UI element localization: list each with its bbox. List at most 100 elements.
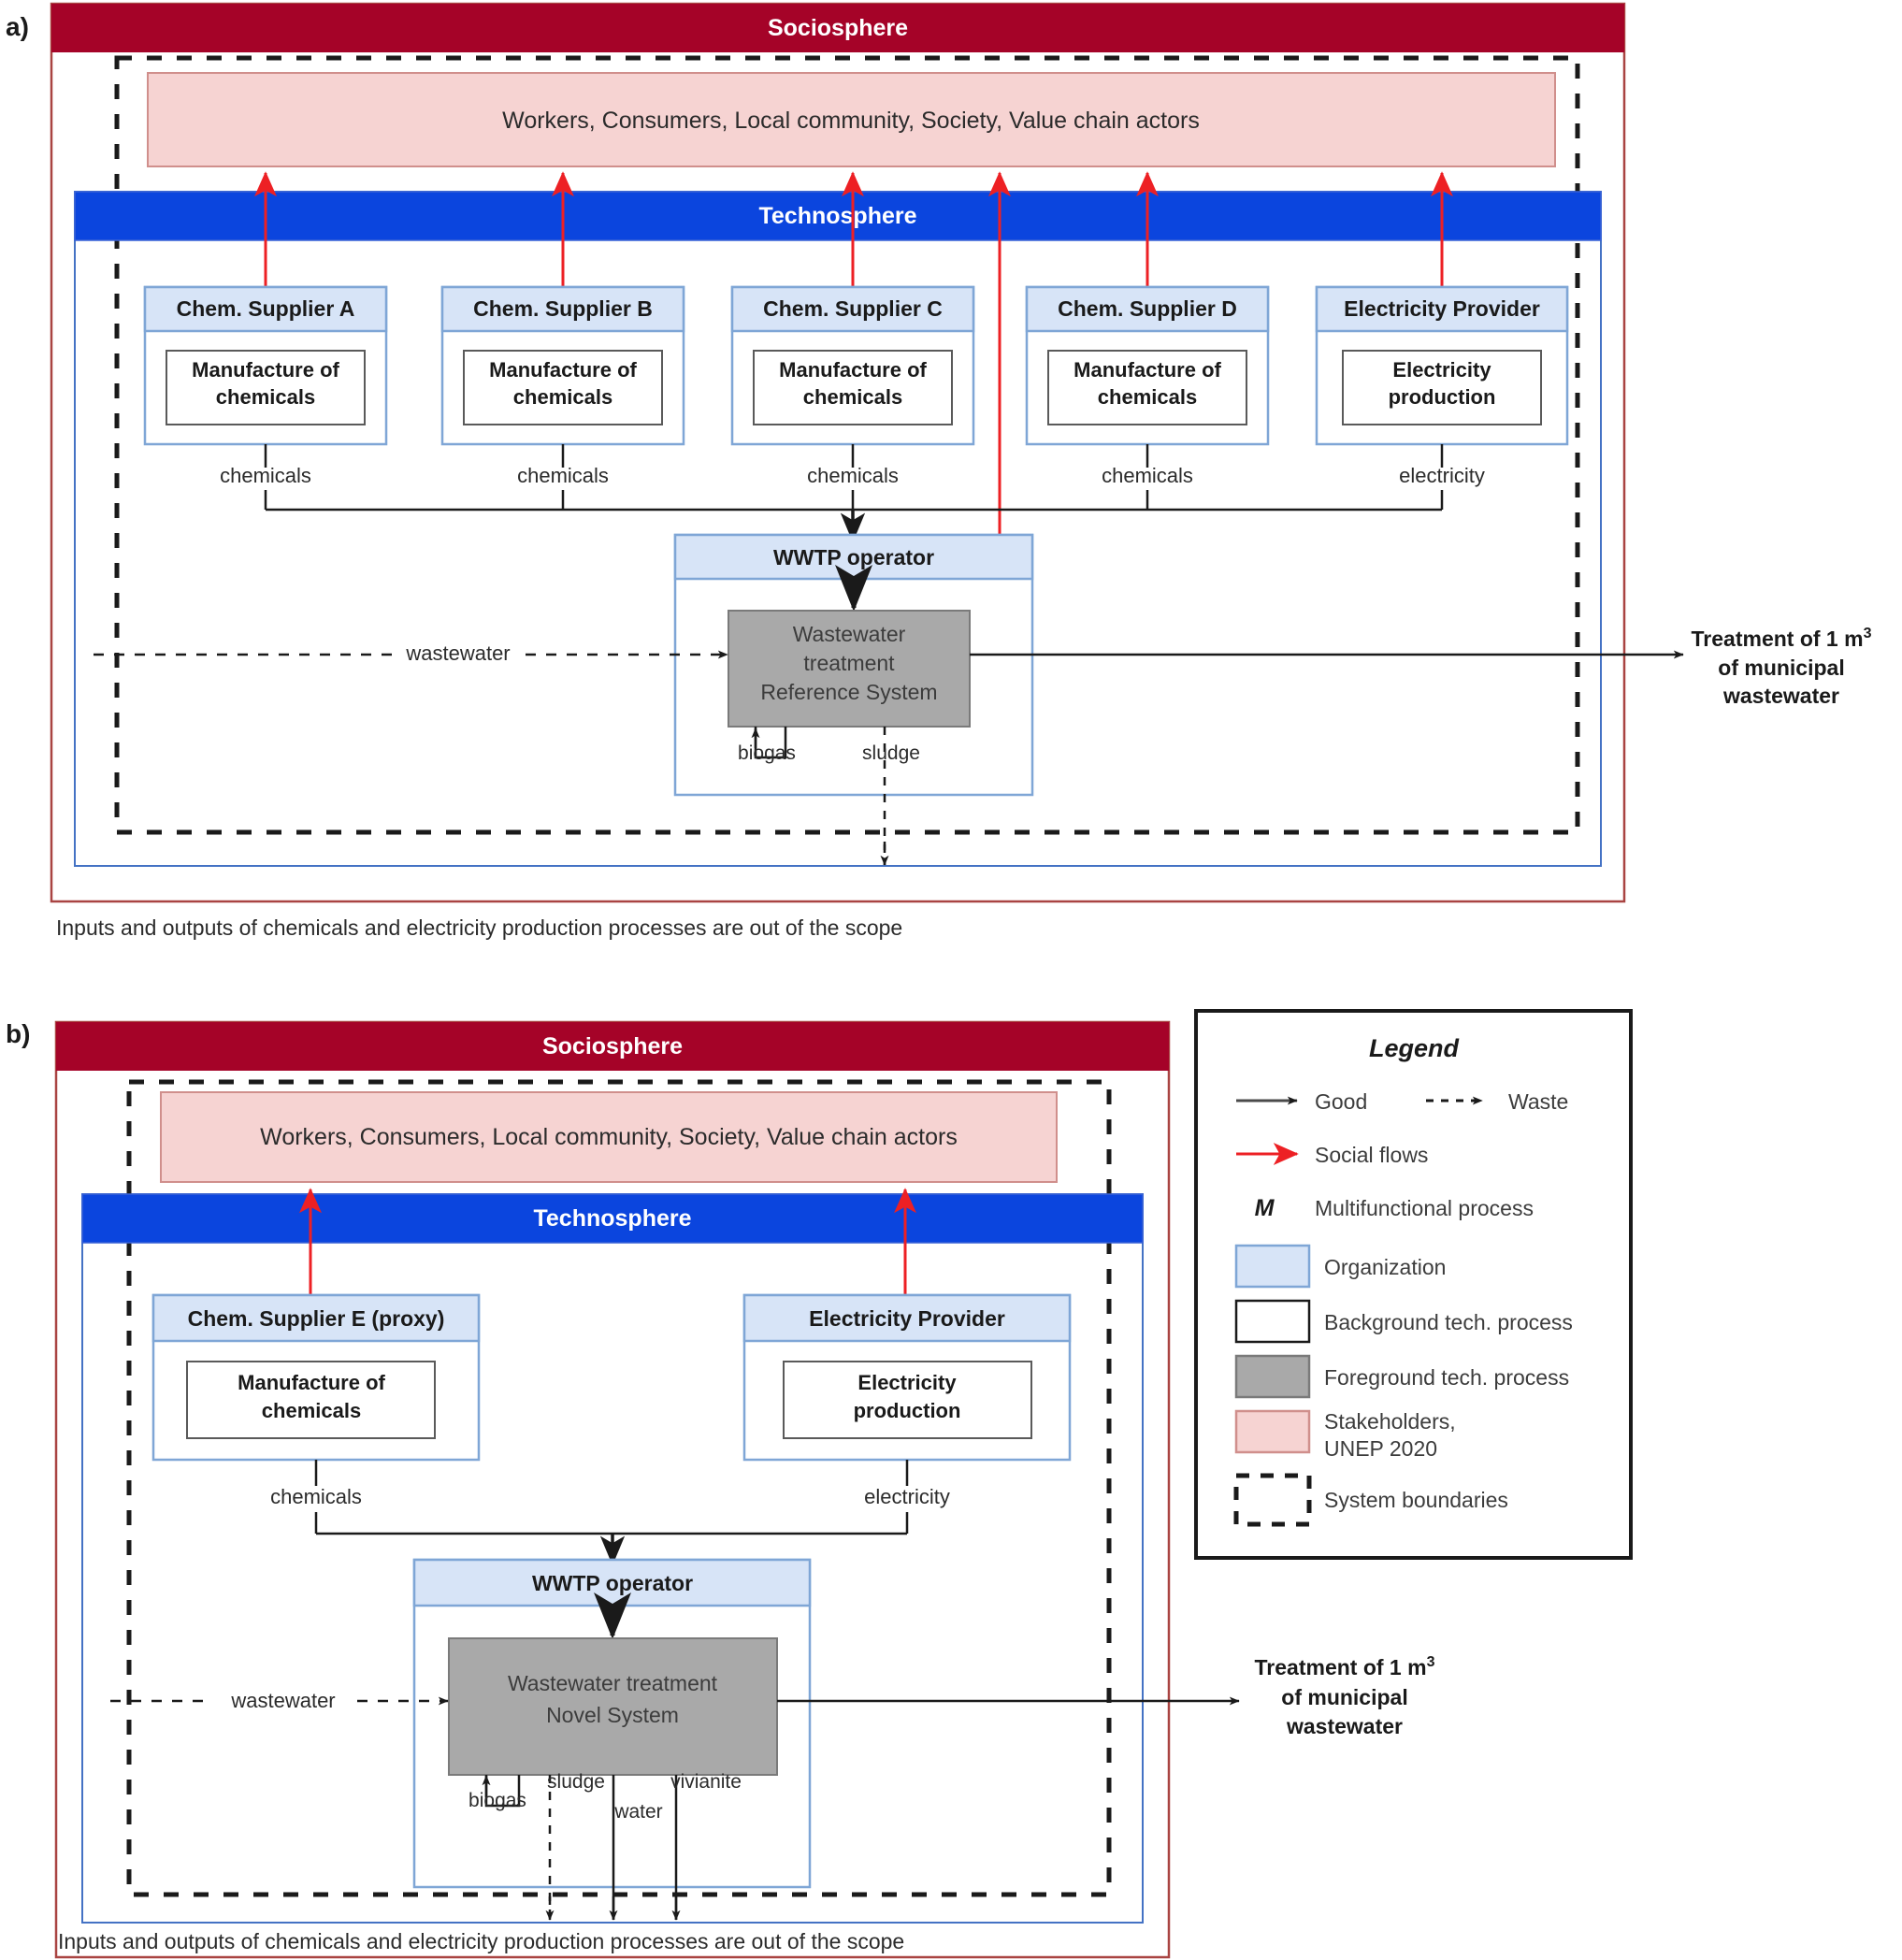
panel-b-functional-unit-line1: Treatment of 1 m3 <box>1255 1654 1435 1679</box>
panel-a-stakeholders-box <box>147 72 1556 167</box>
wastewater-label-bg <box>393 639 524 667</box>
panel-a-stakeholders-label: Workers, Consumers, Local community, Soc… <box>502 108 1200 134</box>
organization-header <box>440 285 685 333</box>
panel-b-sociosphere-bar <box>56 1022 1169 1071</box>
legend-row-background-process: Background tech. process <box>1234 1299 1573 1344</box>
legend-label-organization: Organization <box>1324 1255 1446 1279</box>
panel-b-functional-unit-line3: wastewater <box>1286 1714 1403 1738</box>
background-process-line2: chemicals <box>803 385 902 409</box>
flow-label-chemicals: chemicals <box>517 464 609 487</box>
legend-label-stakeholders-line1: Stakeholders, <box>1324 1409 1456 1434</box>
panel-a-caption: Inputs and outputs of chemicals and elec… <box>56 915 902 940</box>
panel-b-sociosphere-title: Sociosphere <box>542 1033 683 1059</box>
stakeholders-swatch <box>1234 1409 1311 1454</box>
foreground-process-line1: Wastewater <box>793 622 906 646</box>
background-process-line1: Manufacture of <box>192 358 339 382</box>
background-process-line1: Electricity <box>1392 358 1491 382</box>
background-process-line2: chemicals <box>216 385 315 409</box>
legend-row-multifunctional: M Multifunctional process <box>1255 1195 1534 1221</box>
flow-label-electricity: electricity <box>1399 464 1485 487</box>
panel-b-input-label-wastewater: wastewater <box>230 1689 335 1712</box>
legend-label-stakeholders-line2: UNEP 2020 <box>1324 1436 1437 1461</box>
background-process-box <box>783 1361 1032 1439</box>
legend-row-organization: Organization <box>1234 1244 1446 1289</box>
foreground-process-box <box>448 1637 778 1776</box>
organization-title: Electricity Provider <box>1344 296 1540 321</box>
panel-a-technosphere-bar <box>74 191 1602 241</box>
panel-a-technosphere-title: Technosphere <box>758 203 916 229</box>
flow-label-chemicals: chemicals <box>807 464 899 487</box>
organization-title: Chem. Supplier C <box>763 296 943 321</box>
organization-header <box>151 1293 481 1343</box>
panel-a-organization-wwtp-operator[interactable]: WWTP operator Wastewater treatment Refer… <box>673 533 1034 865</box>
legend-row-social-flows: Social flows <box>1236 1143 1428 1167</box>
organization-header <box>742 1293 1072 1343</box>
organization-header <box>730 285 975 333</box>
panel-a: a) Sociosphere Workers, Consumers, Local… <box>6 2 1872 940</box>
panel-b-organization-wwtp-operator[interactable]: WWTP operator Wastewater treatment Novel… <box>412 1558 812 1920</box>
foreground-process-line2: treatment <box>803 651 895 675</box>
panel-b-label: b) <box>6 1019 30 1048</box>
panel-a-functional-unit-line1: Treatment of 1 m3 <box>1692 626 1872 651</box>
panel-a-functional-unit-line2: of municipal <box>1718 656 1844 680</box>
panel-a-sociosphere-bar <box>51 4 1624 52</box>
panel-a-organization-chem-supplier-b[interactable]: Chem. Supplier B Manufacture of chemical… <box>440 285 685 510</box>
panel-a-organization-chem-supplier-d[interactable]: Chem. Supplier D Manufacture of chemical… <box>1025 285 1270 510</box>
flow-label-chemicals: chemicals <box>270 1485 362 1508</box>
panel-a-organization-electricity-provider[interactable]: Electricity Provider Electricity product… <box>1315 285 1569 510</box>
background-process-line2: production <box>1389 385 1496 409</box>
background-process-line1: Manufacture of <box>489 358 637 382</box>
legend-label-waste: Waste <box>1508 1089 1568 1114</box>
legend-label-system-boundaries: System boundaries <box>1324 1488 1508 1512</box>
panel-b-organization-electricity-provider[interactable]: Electricity Provider Electricity product… <box>742 1293 1072 1534</box>
legend-label-social-flows: Social flows <box>1315 1143 1428 1167</box>
background-process-box <box>166 350 366 425</box>
flow-label-electricity: electricity <box>864 1485 950 1508</box>
legend-row-stakeholders: Stakeholders, UNEP 2020 <box>1234 1409 1456 1461</box>
panel-a-sociosphere-title: Sociosphere <box>768 15 908 41</box>
panel-a-functional-unit-line3: wastewater <box>1722 684 1839 708</box>
background-process-box <box>753 350 953 425</box>
panel-b-functional-unit-line2: of municipal <box>1281 1685 1407 1709</box>
panel-b: b) Sociosphere Workers, Consumers, Local… <box>6 1019 1435 1959</box>
organization-title: Chem. Supplier B <box>473 296 653 321</box>
organization-title: WWTP operator <box>773 545 934 569</box>
multifunctional-symbol: M <box>1255 1195 1275 1221</box>
output-label-sludge: sludge <box>547 1771 605 1793</box>
organization-header <box>143 285 388 333</box>
legend-title: Legend <box>1369 1034 1460 1062</box>
panel-b-stakeholders-box <box>160 1091 1058 1183</box>
output-label-water: water <box>613 1801 662 1823</box>
panel-b-social-flows <box>299 1188 916 1295</box>
organization-title: Chem. Supplier E (proxy) <box>188 1306 445 1331</box>
panel-a-label: a) <box>6 12 29 41</box>
panel-a-system-boundary <box>114 55 1580 835</box>
organization-title: Electricity Provider <box>809 1306 1005 1331</box>
wastewater-label-bg <box>213 1686 353 1714</box>
background-process-line2: chemicals <box>1098 385 1197 409</box>
legend-label-multifunctional: Multifunctional process <box>1315 1196 1534 1220</box>
panel-a-social-flows <box>254 171 1453 534</box>
panel-a-organization-chem-supplier-a[interactable]: Chem. Supplier A Manufacture of chemical… <box>143 285 388 510</box>
background-process-line1: Manufacture of <box>779 358 927 382</box>
output-label-sludge: sludge <box>862 742 920 764</box>
panel-b-organization-chem-supplier-e[interactable]: Chem. Supplier E (proxy) Manufacture of … <box>151 1293 481 1534</box>
organization-swatch <box>1234 1244 1311 1289</box>
organization-header <box>1025 285 1270 333</box>
panel-b-caption: Inputs and outputs of chemicals and elec… <box>58 1929 904 1953</box>
legend-label-good: Good <box>1315 1089 1367 1114</box>
legend-label-foreground-process: Foreground tech. process <box>1324 1365 1569 1390</box>
legend-row-foreground-process: Foreground tech. process <box>1234 1354 1569 1399</box>
organization-header <box>1315 285 1569 333</box>
output-label-vivianite: vivianite <box>670 1771 742 1793</box>
panel-a-organization-chem-supplier-c[interactable]: Chem. Supplier C Manufacture of chemical… <box>730 285 975 510</box>
background-process-line2: chemicals <box>262 1399 361 1422</box>
foreground-process-line2: Novel System <box>546 1703 679 1727</box>
background-process-line2: production <box>854 1399 961 1422</box>
foreground-process-swatch <box>1234 1354 1311 1399</box>
output-label-biogas: biogas <box>738 742 796 764</box>
background-process-box <box>1342 350 1542 425</box>
background-process-line1: Electricity <box>857 1371 957 1394</box>
